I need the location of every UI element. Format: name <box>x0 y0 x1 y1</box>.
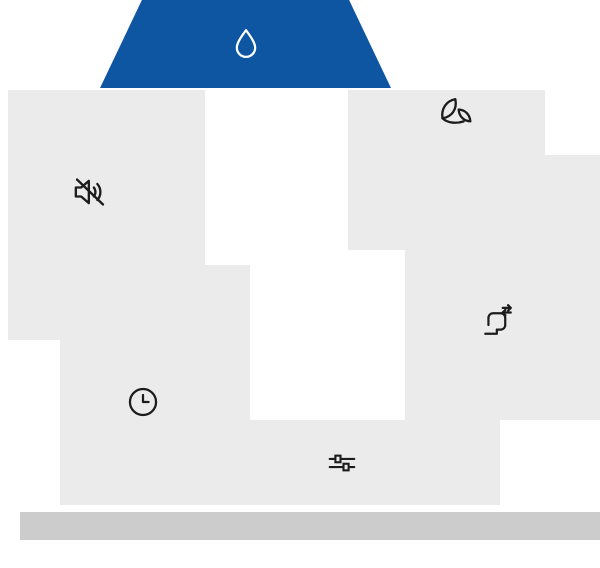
speaker-muted-icon[interactable] <box>68 170 112 214</box>
panel-power <box>405 155 600 420</box>
panel-settings <box>205 420 500 505</box>
sliders-icon[interactable] <box>320 441 364 485</box>
leaf-icon[interactable] <box>434 92 478 136</box>
plug-swap-icon[interactable] <box>475 300 519 344</box>
header-banner <box>100 0 391 88</box>
clock-icon[interactable] <box>121 380 165 424</box>
bottom-bar <box>20 512 600 540</box>
water-drop-icon[interactable] <box>228 26 264 62</box>
